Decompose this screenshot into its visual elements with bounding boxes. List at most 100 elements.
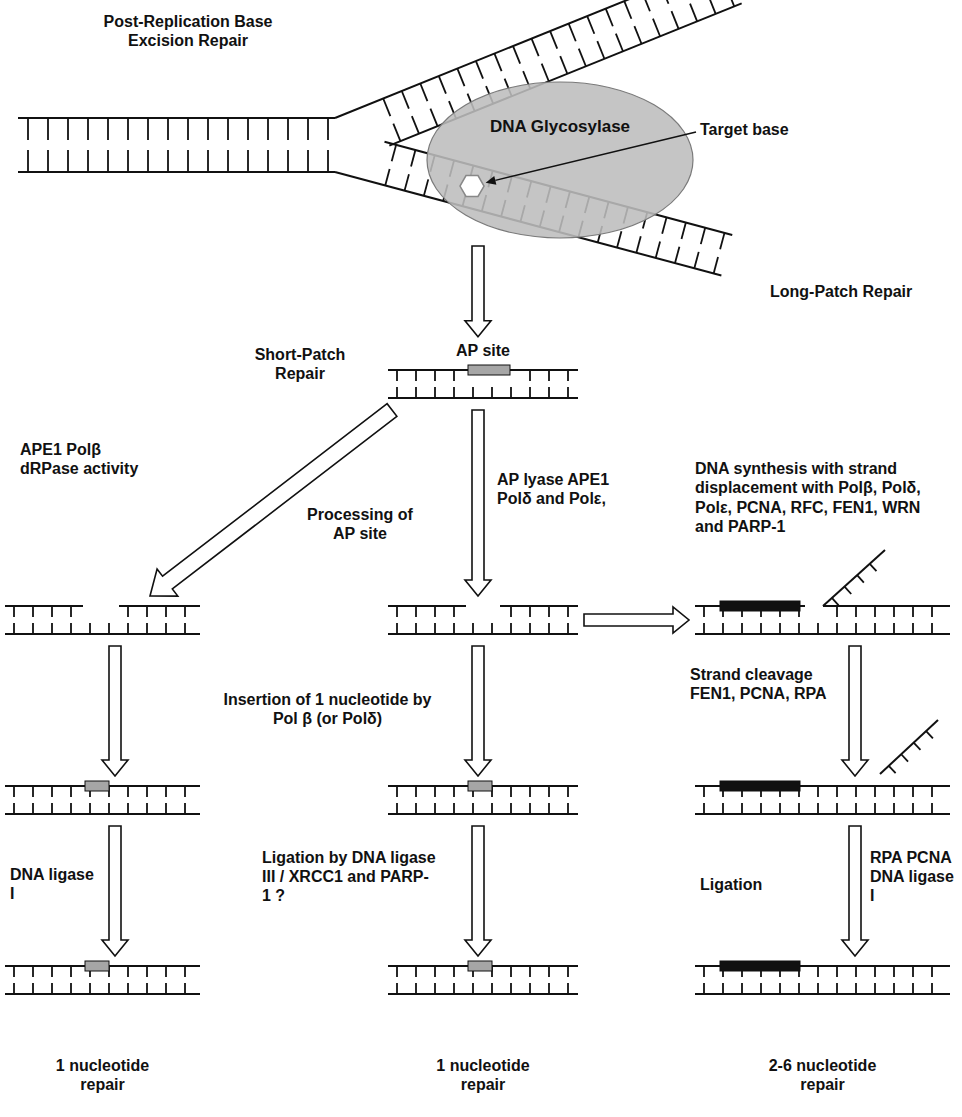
base-tick (703, 606, 705, 617)
hollow-arrow (584, 607, 689, 633)
dna-strand (119, 605, 200, 607)
stage-label: AP site (388, 341, 578, 360)
base-tick (227, 118, 229, 140)
base-tick (727, 0, 734, 6)
base-tick (779, 983, 781, 994)
base-tick (760, 623, 762, 634)
base-tick (491, 623, 493, 634)
base-tick (709, 0, 716, 14)
base-tick (912, 983, 914, 994)
base-tick (89, 983, 91, 994)
base-tick (184, 606, 186, 617)
dna-graphic (5, 960, 200, 1000)
target-base-hexagon (460, 176, 484, 197)
base-tick (931, 623, 933, 634)
base-tick (694, 252, 698, 268)
base-tick (529, 983, 531, 994)
base-tick (453, 803, 455, 814)
base-tick (548, 983, 550, 994)
base-tick (187, 150, 189, 172)
base-tick (424, 179, 428, 195)
base-tick (661, 0, 668, 4)
base-tick (550, 31, 557, 49)
base-tick (817, 803, 819, 814)
base-tick (931, 786, 933, 797)
base-tick (656, 242, 660, 258)
base-tick (701, 228, 705, 244)
base-tick (567, 966, 569, 977)
excised-flap (880, 720, 938, 774)
base-tick (597, 41, 604, 59)
base-tick (70, 606, 72, 617)
base-tick (893, 983, 895, 994)
base-tick (798, 983, 800, 994)
base-tick (127, 803, 129, 814)
base-tick (32, 623, 34, 634)
base-tick (510, 803, 512, 814)
base-tick (542, 64, 549, 82)
base-tick (901, 754, 908, 761)
base-tick (187, 118, 189, 140)
base-tick (703, 803, 705, 814)
base-tick (510, 966, 512, 977)
base-tick (510, 786, 512, 797)
base-tick (51, 623, 53, 634)
displaced-flap (823, 550, 885, 606)
base-tick (227, 150, 229, 172)
base-tick (836, 786, 838, 797)
base-tick (146, 623, 148, 634)
base-tick (874, 606, 876, 617)
base-tick (247, 118, 249, 140)
base-tick (567, 387, 569, 398)
base-tick (146, 966, 148, 977)
base-tick (532, 39, 539, 57)
base-tick (247, 150, 249, 172)
base-tick (569, 24, 576, 42)
base-tick (70, 786, 72, 797)
enzyme-label: DNA Glycosylase (425, 117, 695, 137)
base-tick (51, 786, 53, 797)
base-tick (567, 623, 569, 634)
dna-graphic (388, 960, 578, 1000)
base-tick (653, 19, 660, 37)
base-tick (567, 983, 569, 994)
base-tick (165, 623, 167, 634)
base-tick (70, 623, 72, 634)
base-tick (779, 623, 781, 634)
base-tick (146, 786, 148, 797)
base-tick (127, 786, 129, 797)
base-tick (741, 803, 743, 814)
base-tick (855, 966, 857, 977)
hollow-arrow (465, 826, 491, 956)
base-tick (643, 0, 650, 11)
step-label: Ligation by DNA ligase III / XRCC1 and P… (262, 848, 437, 906)
base-tick (548, 786, 550, 797)
nucleotide-patch (468, 961, 492, 971)
base-tick (513, 46, 520, 64)
base-tick (817, 623, 819, 634)
base-tick (741, 623, 743, 634)
dna-strand (695, 813, 950, 815)
base-tick (817, 966, 819, 977)
base-tick (165, 966, 167, 977)
step-label: APE1 Polβ dRPase activity (20, 440, 150, 478)
stage-label: 1 nucleotide repair (413, 1056, 553, 1094)
base-tick (147, 118, 149, 140)
dna-graphic (695, 960, 950, 1000)
hollow-arrow (465, 410, 491, 596)
base-tick (167, 150, 169, 172)
base-tick (184, 966, 186, 977)
base-tick (434, 966, 436, 977)
base-tick (931, 606, 933, 617)
dna-graphic (388, 780, 578, 820)
base-tick (127, 150, 129, 172)
dna-graphic (695, 780, 950, 820)
base-tick (430, 109, 437, 127)
base-tick (27, 150, 29, 172)
dna-graphic (388, 364, 578, 404)
base-tick (51, 606, 53, 617)
base-tick (510, 983, 512, 994)
new-dna-patch (720, 961, 800, 971)
base-tick (560, 56, 567, 74)
base-tick (402, 91, 409, 109)
